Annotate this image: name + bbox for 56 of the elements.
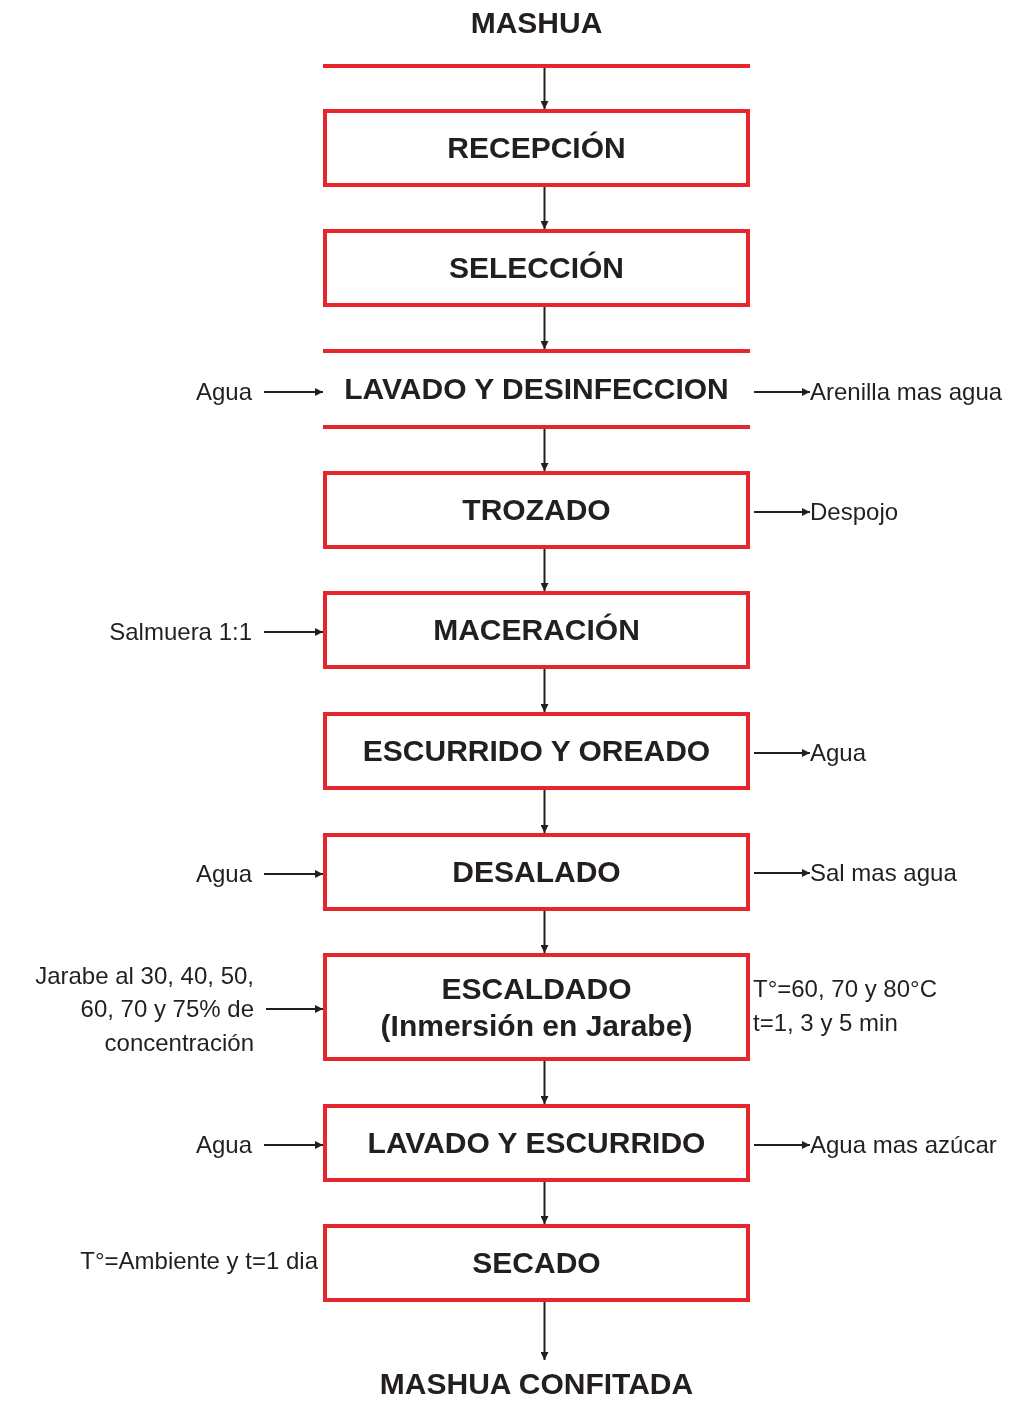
arrow — [263, 388, 324, 396]
step-title: RECEPCIÓN — [447, 130, 626, 167]
process-box — [323, 109, 750, 187]
arrow — [265, 1005, 324, 1013]
stream-label: Jarabe al 30, 40, 50, 60, 70 y 75% de concentración — [34, 960, 254, 1058]
process-box — [323, 1104, 750, 1182]
arrow — [540, 1301, 549, 1361]
stream-label: Agua — [195, 1130, 252, 1161]
arrow — [263, 870, 324, 878]
arrow — [540, 67, 549, 110]
step-title: MASHUA — [470, 5, 603, 41]
arrow — [753, 869, 811, 877]
arrow — [263, 1141, 324, 1149]
stream-label: Despojo — [810, 497, 899, 528]
arrow — [540, 910, 549, 954]
process-box — [323, 591, 750, 669]
step-title: LAVADO Y DESINFECCION — [344, 371, 729, 408]
stream-label: Agua — [195, 859, 252, 890]
arrow — [263, 628, 324, 636]
stream-label: Agua — [810, 738, 867, 769]
step-title: MACERACIÓN — [433, 612, 640, 649]
step-title: SECADO — [472, 1245, 601, 1282]
stream-label: Agua mas azúcar — [810, 1130, 997, 1161]
process-box — [323, 953, 750, 1061]
stream-label: Salmuera 1:1 — [109, 617, 252, 648]
process-box — [323, 712, 750, 790]
step-title: LAVADO Y ESCURRIDO — [367, 1125, 706, 1162]
condition-note: t=1, 3 y 5 min — [753, 1007, 899, 1038]
process-box — [323, 229, 750, 307]
arrow — [540, 186, 549, 230]
step-title: DESALADO — [452, 854, 621, 891]
condition-note: T°=60, 70 y 80°C — [753, 974, 937, 1004]
process-box — [323, 471, 750, 549]
arrow — [753, 388, 811, 396]
arrow — [540, 1060, 549, 1105]
stream-label: Agua — [195, 377, 252, 408]
arrow — [753, 749, 811, 757]
arrow — [540, 789, 549, 834]
step-title: TROZADO — [462, 492, 611, 529]
arrow — [540, 668, 549, 713]
condition-note: T°=Ambiente y t=1 dia — [79, 1246, 318, 1276]
arrow — [540, 428, 549, 472]
stream-label: Arenilla mas agua — [810, 377, 1003, 408]
process-box — [323, 1224, 750, 1302]
arrow — [753, 1141, 811, 1149]
arrow — [540, 1181, 549, 1225]
step-title: ESCALDADO — [441, 970, 632, 1007]
product-title: MASHUA CONFITADA — [379, 1366, 694, 1403]
step-title: (Inmersión en Jarabe) — [380, 1008, 693, 1044]
arrow — [540, 306, 549, 350]
step-title: ESCURRIDO Y OREADO — [362, 733, 711, 770]
step-title: SELECCIÓN — [449, 250, 624, 287]
process-box — [323, 833, 750, 911]
arrow — [753, 508, 811, 516]
stream-label: Sal mas agua — [810, 858, 957, 889]
arrow — [540, 548, 549, 592]
